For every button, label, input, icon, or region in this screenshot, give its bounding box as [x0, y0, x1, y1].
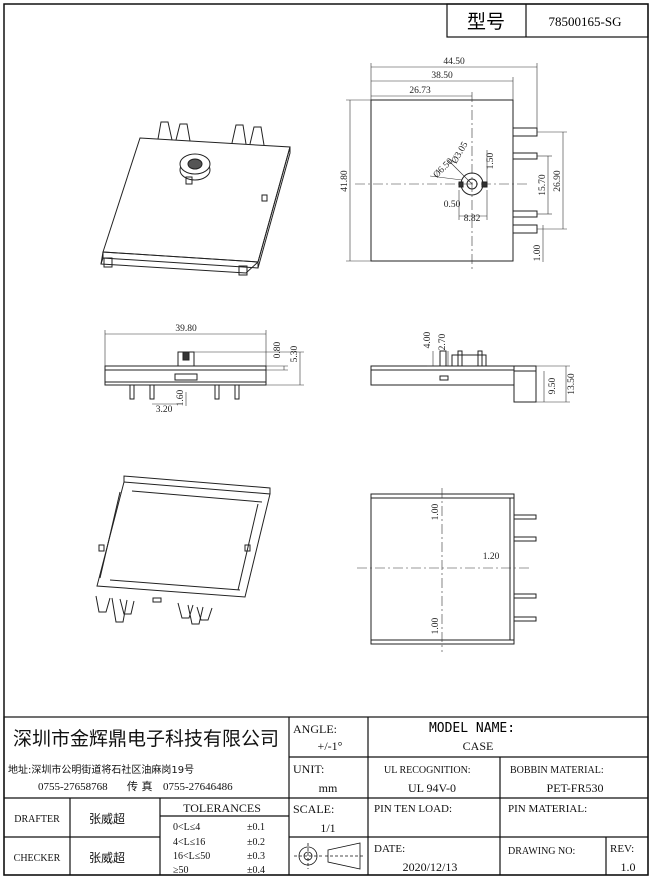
dim-bottom-1-20: 1.20 — [483, 552, 500, 562]
model-name-label: MODEL NAME: — [429, 721, 515, 736]
tol-value-1: ±0.2 — [247, 837, 265, 848]
dim-bottom-1-00-top: 1.00 — [431, 503, 441, 520]
dim-1-00: 1.00 — [533, 244, 543, 261]
scale-label: SCALE: — [293, 802, 334, 816]
angle-label: ANGLE: — [293, 722, 337, 736]
company-address: 地址:深圳市公明街道将石社区油麻岗19号 — [8, 763, 194, 776]
company-name: 深圳市金辉鼎电子科技有限公司 — [13, 728, 279, 750]
tol-range-0: 0<L≤4 — [173, 822, 200, 833]
dim-39-80: 39.80 — [175, 324, 197, 334]
dim-4-00: 4.00 — [423, 331, 433, 348]
dim-0-50: 0.50 — [444, 200, 461, 210]
part-number: 78500165-SG — [549, 14, 622, 29]
pin-ten-load-label: PIN TEN LOAD: — [374, 803, 452, 815]
bottom-view-dim-text: 1.00 1.20 1.00 — [431, 503, 500, 634]
model-name-value: CASE — [463, 739, 494, 753]
unit-value: mm — [319, 781, 338, 795]
dim-bottom-1-00-bot: 1.00 — [431, 617, 441, 634]
checker-name: 张威超 — [89, 850, 125, 865]
title-block-text: 深圳市金辉鼎电子科技有限公司 地址:深圳市公明街道将石社区油麻岗19号 0755… — [8, 721, 636, 876]
drafter-label: DRAFTER — [14, 814, 60, 825]
company-tel: 0755-27658768 — [38, 781, 108, 793]
title-block — [3, 716, 649, 876]
top-view-dimensions — [346, 63, 567, 262]
part-number-box: 型号 78500165-SG — [446, 3, 649, 38]
tol-range-2: 16<L≤50 — [173, 851, 210, 862]
tol-value-2: ±0.3 — [247, 851, 265, 862]
top-view-centerlines — [355, 92, 530, 272]
front-view — [104, 351, 267, 400]
dim-26-90: 26.90 — [553, 170, 563, 192]
tol-range-1: 4<L≤16 — [173, 837, 205, 848]
side-view-dim-text: 4.00 2.70 9.50 13.50 — [423, 331, 577, 394]
dim-3-20: 3.20 — [156, 405, 173, 415]
dim-41-80: 41.80 — [340, 170, 350, 192]
ul-value: UL 94V-0 — [408, 781, 456, 795]
dim-9-50: 9.50 — [548, 377, 558, 394]
tolerances-label: TOLERANCES — [183, 801, 261, 815]
front-view-dimensions — [104, 330, 304, 406]
rev-label: REV: — [610, 843, 634, 855]
bottom-view-centerlines — [357, 488, 530, 652]
dim-26-73: 26.73 — [409, 86, 431, 96]
side-view — [370, 350, 537, 403]
dim-13-50: 13.50 — [567, 373, 577, 395]
side-view-dimensions — [427, 351, 570, 403]
tol-value-0: ±0.1 — [247, 822, 265, 833]
top-view — [370, 99, 538, 262]
date-label: DATE: — [374, 843, 405, 855]
tol-value-3: ±0.4 — [247, 865, 265, 876]
checker-label: CHECKER — [14, 853, 61, 864]
bobbin-value: PET-FR530 — [547, 781, 604, 795]
dim-15-70: 15.70 — [538, 174, 548, 196]
drafter-name: 张威超 — [89, 811, 125, 826]
bottom-view — [370, 493, 537, 645]
dim-1-60: 1.60 — [176, 389, 186, 406]
pin-material-label: PIN MATERIAL: — [508, 803, 587, 815]
dim-1-50: 1.50 — [486, 152, 496, 169]
bobbin-label: BOBBIN MATERIAL: — [510, 765, 604, 776]
projection-symbol-icon — [294, 842, 364, 870]
date-value: 2020/12/13 — [403, 860, 458, 874]
dim-5-30: 5.30 — [290, 345, 300, 362]
dim-2-70: 2.70 — [438, 333, 448, 350]
scale-value: 1/1 — [320, 821, 335, 835]
iso-view-top — [100, 121, 291, 276]
company-fax: 0755-27646486 — [163, 781, 233, 793]
unit-label: UNIT: — [293, 762, 324, 776]
angle-value: +/-1° — [318, 739, 343, 753]
dim-0-80: 0.80 — [273, 341, 283, 358]
drawing-no-label: DRAWING NO: — [508, 846, 575, 857]
dim-38-50: 38.50 — [431, 71, 453, 81]
rev-value: 1.0 — [621, 860, 636, 874]
company-fax-label: 传 真 — [127, 779, 153, 793]
front-view-dim-text: 39.80 0.80 5.30 3.20 1.60 — [156, 324, 300, 415]
ul-label: UL RECOGNITION: — [384, 765, 471, 776]
part-label: 型号 — [467, 11, 505, 33]
dim-8-82: 8.82 — [464, 214, 481, 224]
dim-44-50: 44.50 — [443, 57, 465, 67]
iso-view-bottom — [95, 475, 271, 625]
tol-range-3: ≥50 — [173, 865, 189, 876]
